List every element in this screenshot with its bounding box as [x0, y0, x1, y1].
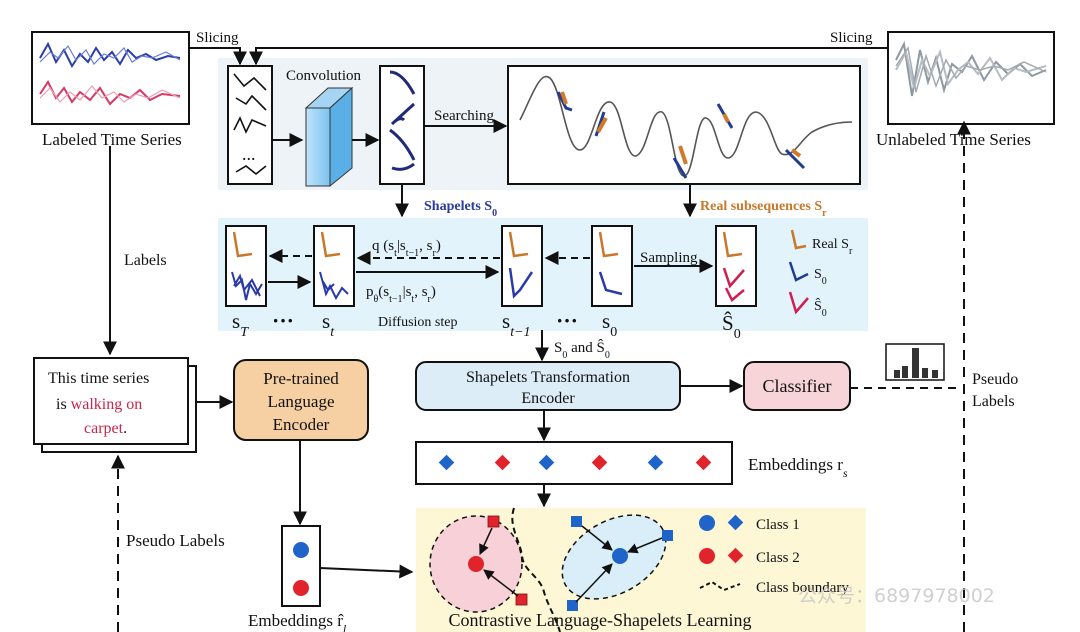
- classifier-label: Classifier: [763, 376, 832, 396]
- label-st1: st−1: [502, 309, 531, 340]
- unlabeled-time-series-label: Unlabeled Time Series: [876, 130, 1031, 149]
- pseudo-labels-left: Pseudo Labels: [126, 531, 225, 550]
- real-subsequences-label: Real subsequences Sr: [700, 199, 827, 219]
- embeddings-rs-label: Embeddings rs: [748, 455, 848, 480]
- embeddings-rl-box: [281, 525, 321, 607]
- ellipsis-1: ···: [272, 308, 294, 333]
- svg-text:S0: S0: [814, 267, 827, 287]
- pseudo-labels-right-2: Labels: [972, 393, 1015, 410]
- p-formula: pθ(st−1|st, sr): [366, 284, 436, 305]
- svg-text:Class 1: Class 1: [756, 517, 800, 533]
- diffusion-box-st: [313, 225, 355, 307]
- slicing-left-arrow: [189, 47, 247, 66]
- classifier-box: [743, 361, 851, 411]
- text-line-3: carpet.: [84, 420, 127, 437]
- label-st: st: [322, 309, 335, 340]
- shapelets-box: [379, 65, 425, 185]
- embeddings-rl-label: Embeddings r̂l: [248, 611, 347, 632]
- diffusion-legend: Real Sr S0 Ŝ0: [788, 229, 853, 319]
- svg-text:Class boundary: Class boundary: [756, 580, 849, 596]
- convolution-label: Convolution: [286, 68, 362, 84]
- labeled-series-red: [39, 80, 181, 106]
- search-result-box: [507, 65, 861, 185]
- ste-line-2: Encoder: [521, 390, 575, 407]
- diffusion-box-s0: [591, 225, 633, 307]
- text-description-box: [33, 357, 197, 453]
- sampling-label: Sampling: [640, 250, 698, 266]
- class2-cluster: [429, 515, 528, 613]
- probability-histogram-icon: [885, 343, 945, 381]
- q-formula: q (st|st−1, sr): [372, 238, 441, 259]
- class-boundary-curve: [511, 507, 561, 632]
- sliced-segments-box: [227, 65, 273, 185]
- class1-cluster: [561, 514, 673, 611]
- embeddings-rs-box: [415, 441, 733, 485]
- svg-text:Real Sr: Real Sr: [812, 237, 853, 257]
- unlabeled-time-series-box: [887, 31, 1055, 125]
- encoder-line-3: Encoder: [273, 415, 330, 434]
- slice-dots: ...: [242, 144, 256, 164]
- s0-and-s0hat-label: S0 and Ŝ0: [554, 339, 610, 361]
- label-s0: s0: [602, 309, 617, 340]
- svg-text:Class 2: Class 2: [756, 550, 800, 566]
- diffusion-step-label: Diffusion step: [378, 315, 457, 330]
- text-line-2: is walking on: [56, 396, 142, 413]
- slicing-left-label: Slicing: [196, 30, 239, 46]
- convolution-block-icon: [304, 86, 354, 188]
- label-sT: sT: [232, 309, 249, 340]
- text-line-1: This time series: [48, 370, 149, 387]
- slicing-right-label: Slicing: [830, 30, 873, 46]
- ste-line-1: Shapelets Transformation: [466, 369, 630, 386]
- pseudo-labels-right-1: Pseudo: [972, 371, 1018, 388]
- slicing-right-arrow: [249, 47, 888, 66]
- diffusion-box-st1: [501, 225, 543, 307]
- watermark: 公众号：6897978002: [798, 585, 995, 607]
- labeled-time-series-box: [31, 31, 190, 125]
- rl-to-contrastive-arrow: [319, 564, 414, 579]
- svg-text:Ŝ0: Ŝ0: [814, 297, 827, 319]
- encoder-line-2: Language: [267, 392, 334, 411]
- searching-label: Searching: [434, 108, 494, 124]
- shapelets-s0-label: Shapelets S0: [424, 199, 497, 219]
- diffusion-box-sT: [225, 225, 267, 307]
- contrastive-legend: Class 1 Class 2 Class boundary: [699, 514, 849, 596]
- encoder-line-1: Pre-trained: [263, 369, 339, 388]
- label-s0hat: Ŝ0: [722, 311, 741, 342]
- diffusion-box-s0hat: [715, 225, 757, 307]
- contrastive-title: Contrastive Language-Shapelets Learning: [449, 610, 752, 630]
- labeled-time-series-label: Labeled Time Series: [42, 130, 182, 149]
- labels-label: Labels: [124, 252, 167, 269]
- ellipsis-2: ···: [556, 308, 578, 333]
